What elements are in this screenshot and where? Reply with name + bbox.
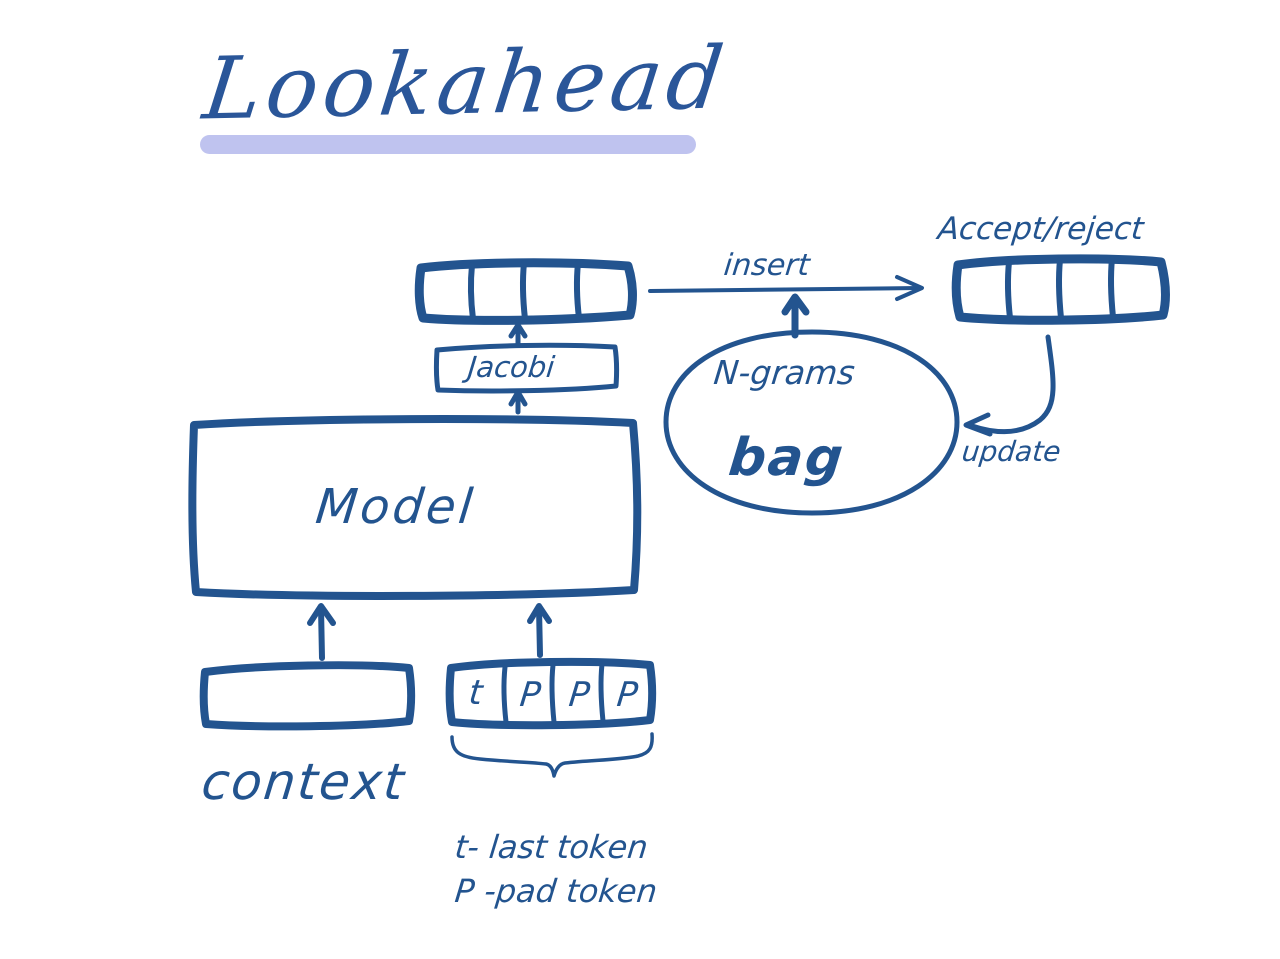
- jacobi-label: Jacobi: [466, 350, 557, 384]
- token-row-dividers: [501, 661, 606, 725]
- insert-label: insert: [722, 248, 812, 283]
- token-brace: [450, 732, 654, 778]
- token-cell-2: P: [566, 675, 592, 715]
- ngrams-label: N-grams: [711, 353, 857, 392]
- arrow-jacobi-to-output: [508, 322, 528, 347]
- token-cell-1: P: [517, 675, 543, 715]
- token-row-box: [445, 657, 657, 730]
- arrow-model-to-jacobi: [508, 389, 528, 415]
- accept-reject-text: Accept/reject: [936, 211, 1146, 247]
- legend-item-last-token: t- last token: [453, 828, 650, 866]
- update-label: update: [960, 435, 1063, 468]
- jacobi-box: [433, 342, 620, 394]
- title-underline: [200, 135, 696, 154]
- ngrams-bag-ellipse: [663, 329, 960, 516]
- model-label: Model: [313, 479, 479, 535]
- verify-cell-dividers: [1004, 256, 1116, 321]
- arrow-context-to-model: [307, 603, 336, 661]
- verify-box: [951, 254, 1170, 325]
- accept-reject-label: Accept/reject: [936, 211, 1145, 247]
- arrow-update: [963, 334, 1056, 437]
- model-box: [188, 415, 642, 600]
- bag-label: bag: [725, 428, 848, 488]
- token-cell-3: P: [614, 675, 640, 715]
- context-box: [199, 661, 416, 731]
- page-title: Lookahead: [198, 28, 734, 140]
- arrow-insert: [648, 275, 924, 301]
- context-label: context: [198, 753, 409, 811]
- arrow-bag-to-insert: [781, 293, 810, 339]
- arrow-tokens-to-model: [527, 603, 552, 658]
- legend-item-pad-token: P -pad token: [453, 872, 660, 910]
- draft-output-cell-dividers: [467, 260, 582, 322]
